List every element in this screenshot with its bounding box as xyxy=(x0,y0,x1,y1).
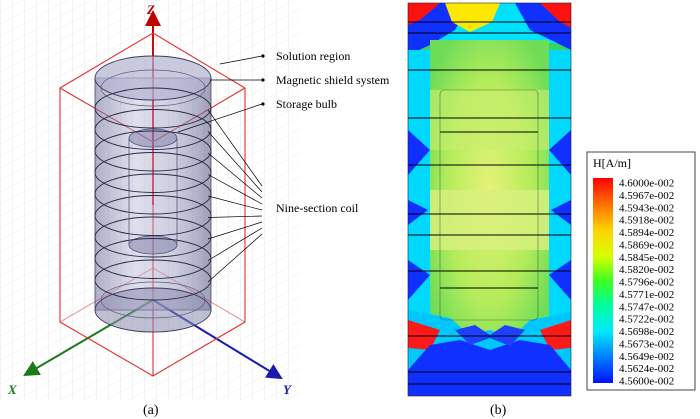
coil-section-ring xyxy=(94,216,212,258)
legend-value: 4.6000e-002 xyxy=(619,178,674,190)
caption-a: (a) xyxy=(143,403,159,418)
storage-bulb xyxy=(128,128,178,255)
caption-b: (b) xyxy=(490,403,507,418)
coil-section-ring xyxy=(94,259,212,301)
legend-value: 4.5722e-002 xyxy=(619,314,674,326)
coil-section-ring xyxy=(94,130,212,172)
legend-value: 4.5796e-002 xyxy=(619,277,674,289)
legend-value: 4.5918e-002 xyxy=(619,215,674,227)
legend-value: 4.5845e-002 xyxy=(619,252,674,264)
bulb-outline xyxy=(439,89,539,321)
nine-section-coil xyxy=(94,87,212,301)
callout-nine-section-coil: Nine-section coil xyxy=(276,201,359,215)
color-legend: H[A/m] 4.6000e-0024.5967e-0024.5943e-002… xyxy=(586,151,696,391)
coil-section-ring xyxy=(94,195,212,236)
legend-value: 4.5943e-002 xyxy=(619,202,674,214)
legend-value: 4.5894e-002 xyxy=(619,227,674,239)
panel-b: H[A/m] 4.6000e-0024.5967e-0024.5943e-002… xyxy=(407,2,696,418)
callout-magnetic-shield: Magnetic shield system xyxy=(276,73,390,87)
x-axis-label: X xyxy=(7,382,17,397)
z-axis-label: Z xyxy=(146,2,155,17)
callout-solution-region: Solution region xyxy=(276,49,350,63)
legend-value: 4.5600e-002 xyxy=(619,376,674,388)
legend-value: 4.5649e-002 xyxy=(619,351,674,363)
coil-section-ring xyxy=(94,109,212,150)
legend-value: 4.5967e-002 xyxy=(619,190,674,202)
legend-value: 4.5869e-002 xyxy=(619,239,674,251)
coil-section-ring xyxy=(94,152,212,193)
legend-values: 4.6000e-0024.5967e-0024.5943e-0024.5918e… xyxy=(619,178,674,388)
legend-value: 4.5747e-002 xyxy=(619,301,674,313)
callout-storage-bulb: Storage bulb xyxy=(276,97,337,111)
legend-colorbar xyxy=(593,178,613,383)
callout-arrowheads xyxy=(261,54,265,106)
coil-section-ring xyxy=(94,87,212,129)
legend-value: 4.5673e-002 xyxy=(619,338,674,350)
y-axis-label: Y xyxy=(283,382,292,397)
panel-a: Z X Y xyxy=(0,0,390,418)
callout-leaders xyxy=(177,55,263,283)
field-map xyxy=(408,3,571,396)
legend-value: 4.5771e-002 xyxy=(619,289,674,301)
coil-section-lines xyxy=(408,21,571,385)
legend-value: 4.5698e-002 xyxy=(619,326,674,338)
legend-value: 4.5820e-002 xyxy=(619,264,674,276)
legend-title: H[A/m] xyxy=(593,156,631,170)
coil-section-ring xyxy=(94,173,212,215)
magnetic-shield-cylinder xyxy=(94,55,212,333)
legend-value: 4.5624e-002 xyxy=(619,363,674,375)
